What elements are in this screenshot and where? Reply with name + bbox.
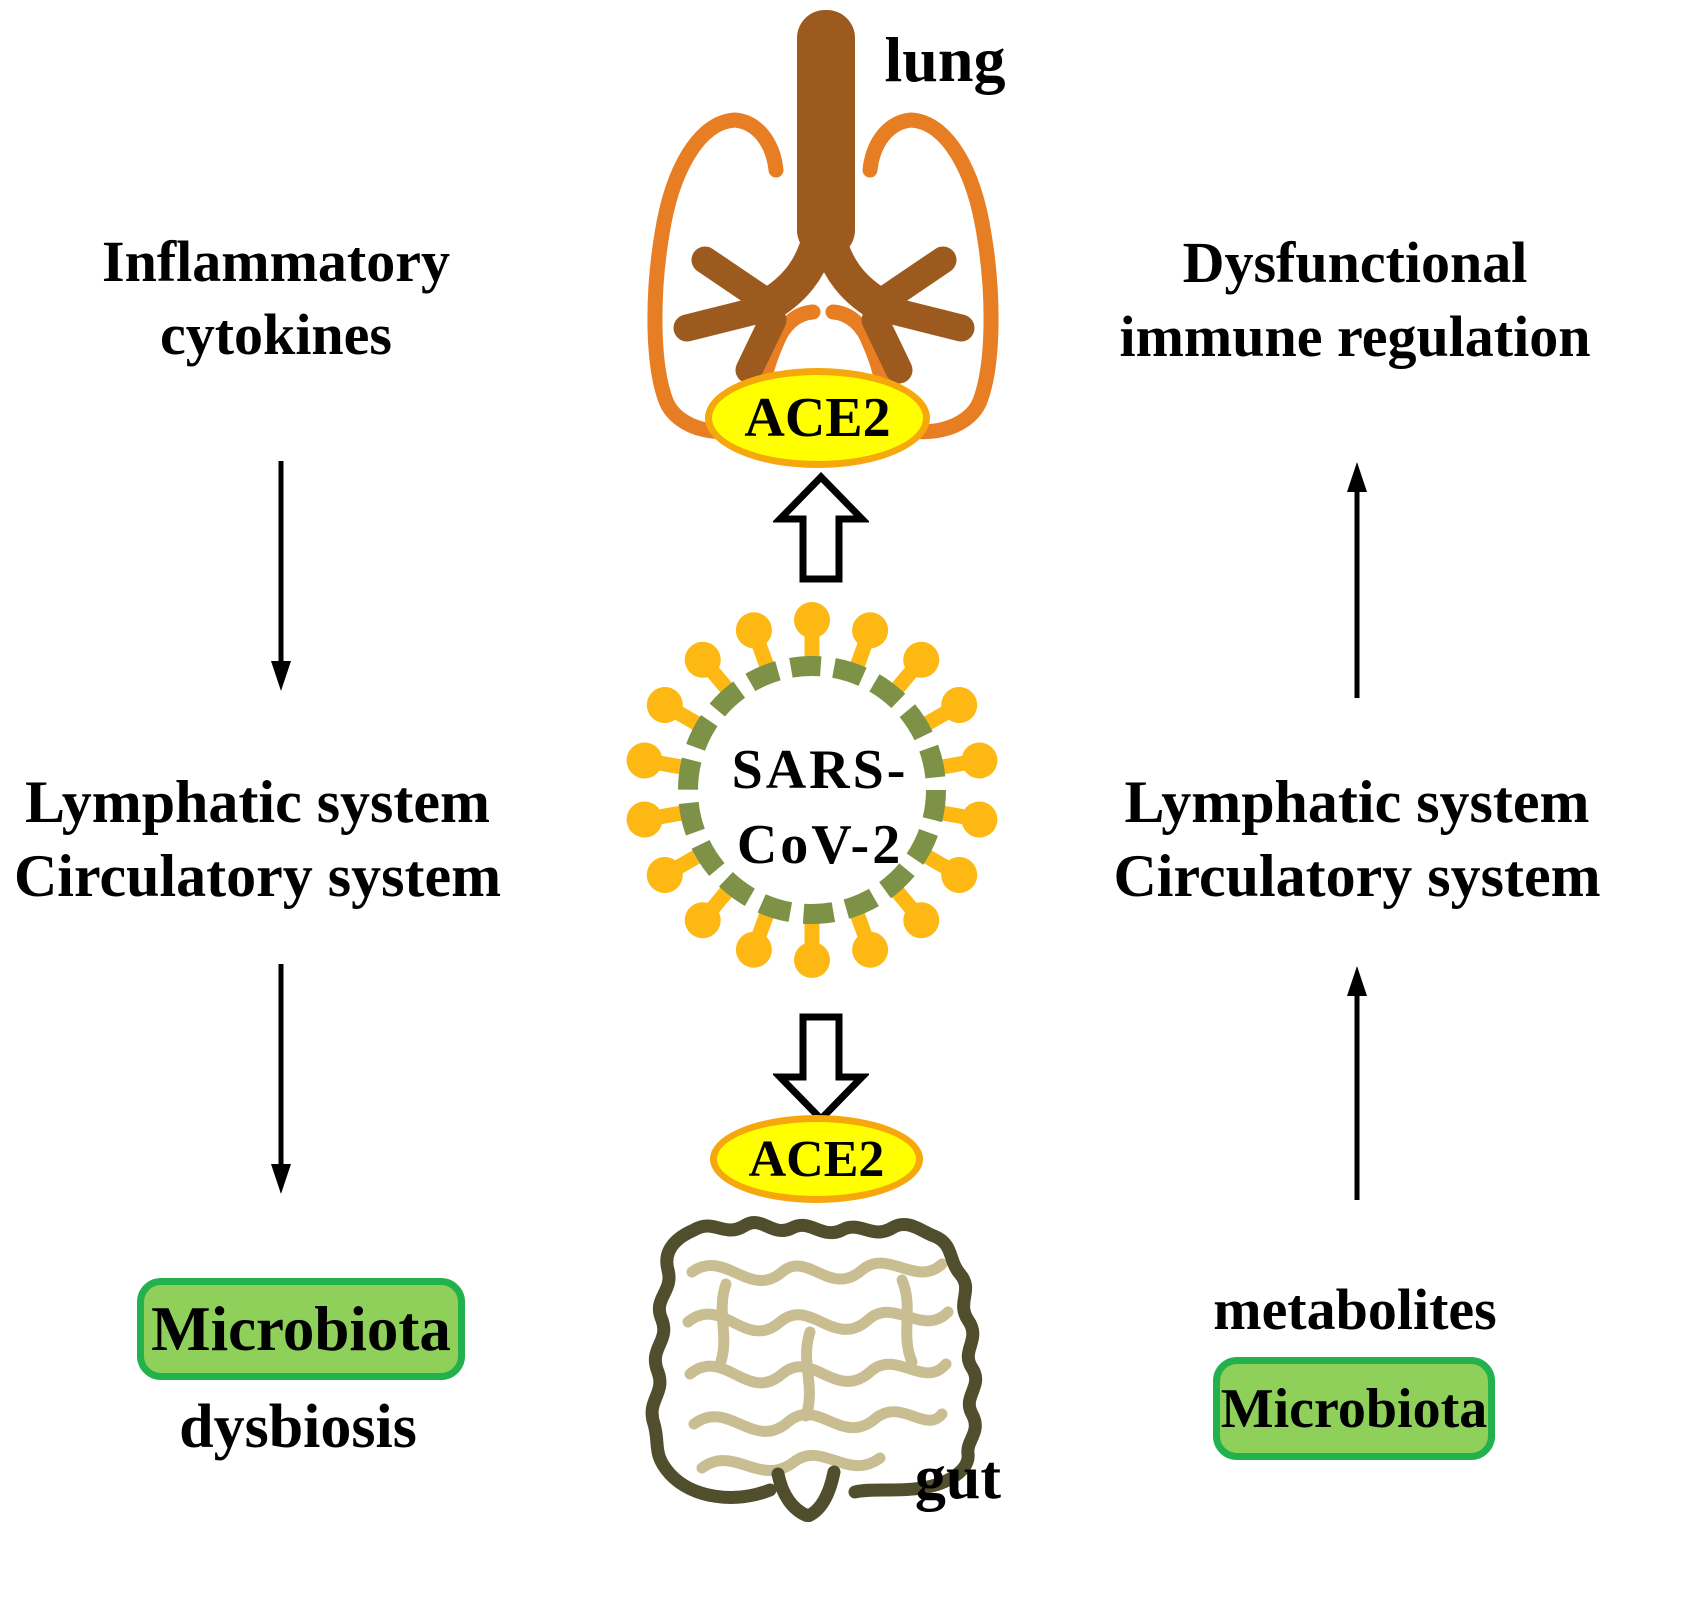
inflammatory-cytokines-label: Inflammatory cytokines — [36, 225, 516, 371]
trachea — [797, 10, 855, 258]
text-line: Circulatory system — [1113, 843, 1601, 909]
virus-envelope-ring — [678, 656, 946, 924]
small-intestine-coils — [682, 1257, 954, 1477]
virus-name-label: SARS- CoV-2 — [690, 733, 950, 883]
virus-name-line2: CoV-2 — [736, 814, 904, 876]
lung-icon — [647, 10, 999, 440]
right-lung-lobe — [825, 112, 999, 440]
lung-label: lung — [884, 24, 1006, 95]
block-arrow-up-virus-to-lung — [773, 472, 869, 583]
text-line: Lymphatic system — [1124, 769, 1590, 835]
colon-outline — [645, 1216, 983, 1522]
ace2-gut-ellipse: ACE2 — [710, 1115, 923, 1203]
text-line: Circulatory system — [13, 843, 502, 909]
arrow-cytokines-to-lymphatic — [271, 461, 291, 691]
metabolites-label: metabolites — [1213, 1277, 1497, 1342]
trachea-bronchi — [673, 10, 975, 384]
gut-label: gut — [914, 1444, 1002, 1512]
microbiota-label: Microbiota — [1220, 1377, 1488, 1440]
microbiota-box-left: Microbiota — [137, 1278, 465, 1380]
arrow-lymphatic-to-immune — [1347, 462, 1367, 698]
lung-lobes-outline — [647, 112, 999, 440]
ace2-gut-label: ACE2 — [748, 1130, 885, 1188]
text-line: Lymphatic system — [25, 769, 490, 835]
arrow-lymphatic-to-microbiota — [271, 964, 291, 1194]
text-line: cytokines — [160, 302, 392, 367]
microbiota-box-right: Microbiota — [1213, 1357, 1495, 1460]
text-line: Inflammatory — [102, 229, 450, 294]
dysbiosis-label: dysbiosis — [179, 1393, 417, 1461]
arrow-metabolites-to-lymphatic — [1347, 966, 1367, 1200]
virus-name-line1: SARS- — [731, 739, 909, 801]
left-lung-lobe — [647, 112, 821, 440]
dysfunctional-immune-regulation-label: Dysfunctional immune regulation — [1105, 226, 1605, 374]
text-line: Dysfunctional — [1182, 230, 1528, 295]
left-lymphatic-circulatory-label: Lymphatic system Circulatory system — [0, 765, 515, 913]
microbiota-label: Microbiota — [151, 1293, 451, 1364]
ace2-lung-ellipse: ACE2 — [705, 368, 930, 468]
sars-cov-2-virus-icon — [600, 578, 1025, 1003]
block-arrow-down-virus-to-gut — [773, 1013, 869, 1124]
rectum — [771, 1465, 841, 1522]
text-line: immune regulation — [1119, 304, 1591, 369]
gut-icon — [645, 1216, 983, 1522]
ace2-lung-label: ACE2 — [744, 387, 891, 449]
right-lymphatic-circulatory-label: Lymphatic system Circulatory system — [1107, 765, 1607, 913]
